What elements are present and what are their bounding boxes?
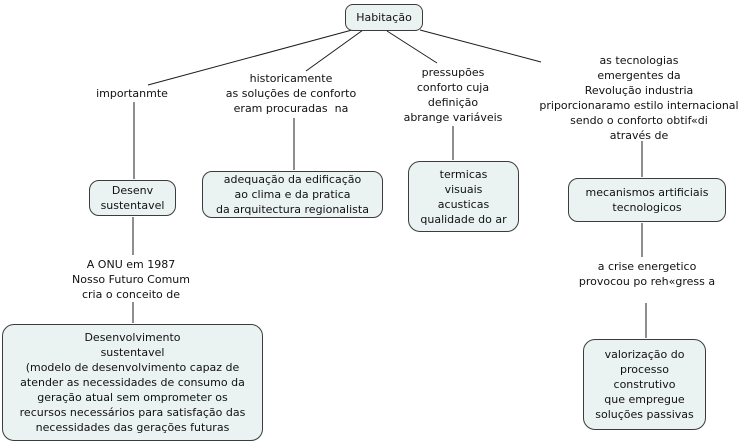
node-desenv-sustentavel[interactable]: Desenv sustentavel	[89, 180, 176, 216]
connector-root-tecnologias	[419, 29, 542, 63]
connector-root-historicamente	[305, 29, 364, 72]
link-label-historicamente[interactable]: historicamente as soluções de conforto e…	[225, 72, 357, 115]
node-habitacao[interactable]: Habitação	[345, 4, 423, 31]
link-label-importante[interactable]: importanmte	[96, 87, 168, 100]
node-mecanismos-artificiais[interactable]: mecanismos artificiais tecnologicos	[568, 178, 726, 222]
link-label-crise-energetico[interactable]: a crise energetico provocou po reh«gress…	[578, 260, 716, 288]
link-label-onu-1987[interactable]: A ONU em 1987 Nosso Futuro Comum cria o …	[72, 258, 190, 301]
connector-root-importante	[147, 29, 353, 86]
link-label-tecnologias[interactable]: as tecnologias emergentes da Revolução i…	[539, 54, 739, 142]
connector-root-pressupoes	[386, 30, 438, 64]
node-termicas-visuais[interactable]: termicas visuais acusticas qualidade do …	[408, 161, 519, 232]
node-adequacao-edificacao[interactable]: adequação da edificação ao clima e da pr…	[202, 171, 383, 218]
link-label-pressupoes[interactable]: pressupões conforto cuja definição abran…	[403, 66, 503, 124]
node-valorizacao-processo[interactable]: valorização do processo construtivo que …	[583, 339, 706, 430]
node-desenvolvimento-sustentavel[interactable]: Desenvolvimento sustentavel (modelo de d…	[2, 324, 263, 441]
